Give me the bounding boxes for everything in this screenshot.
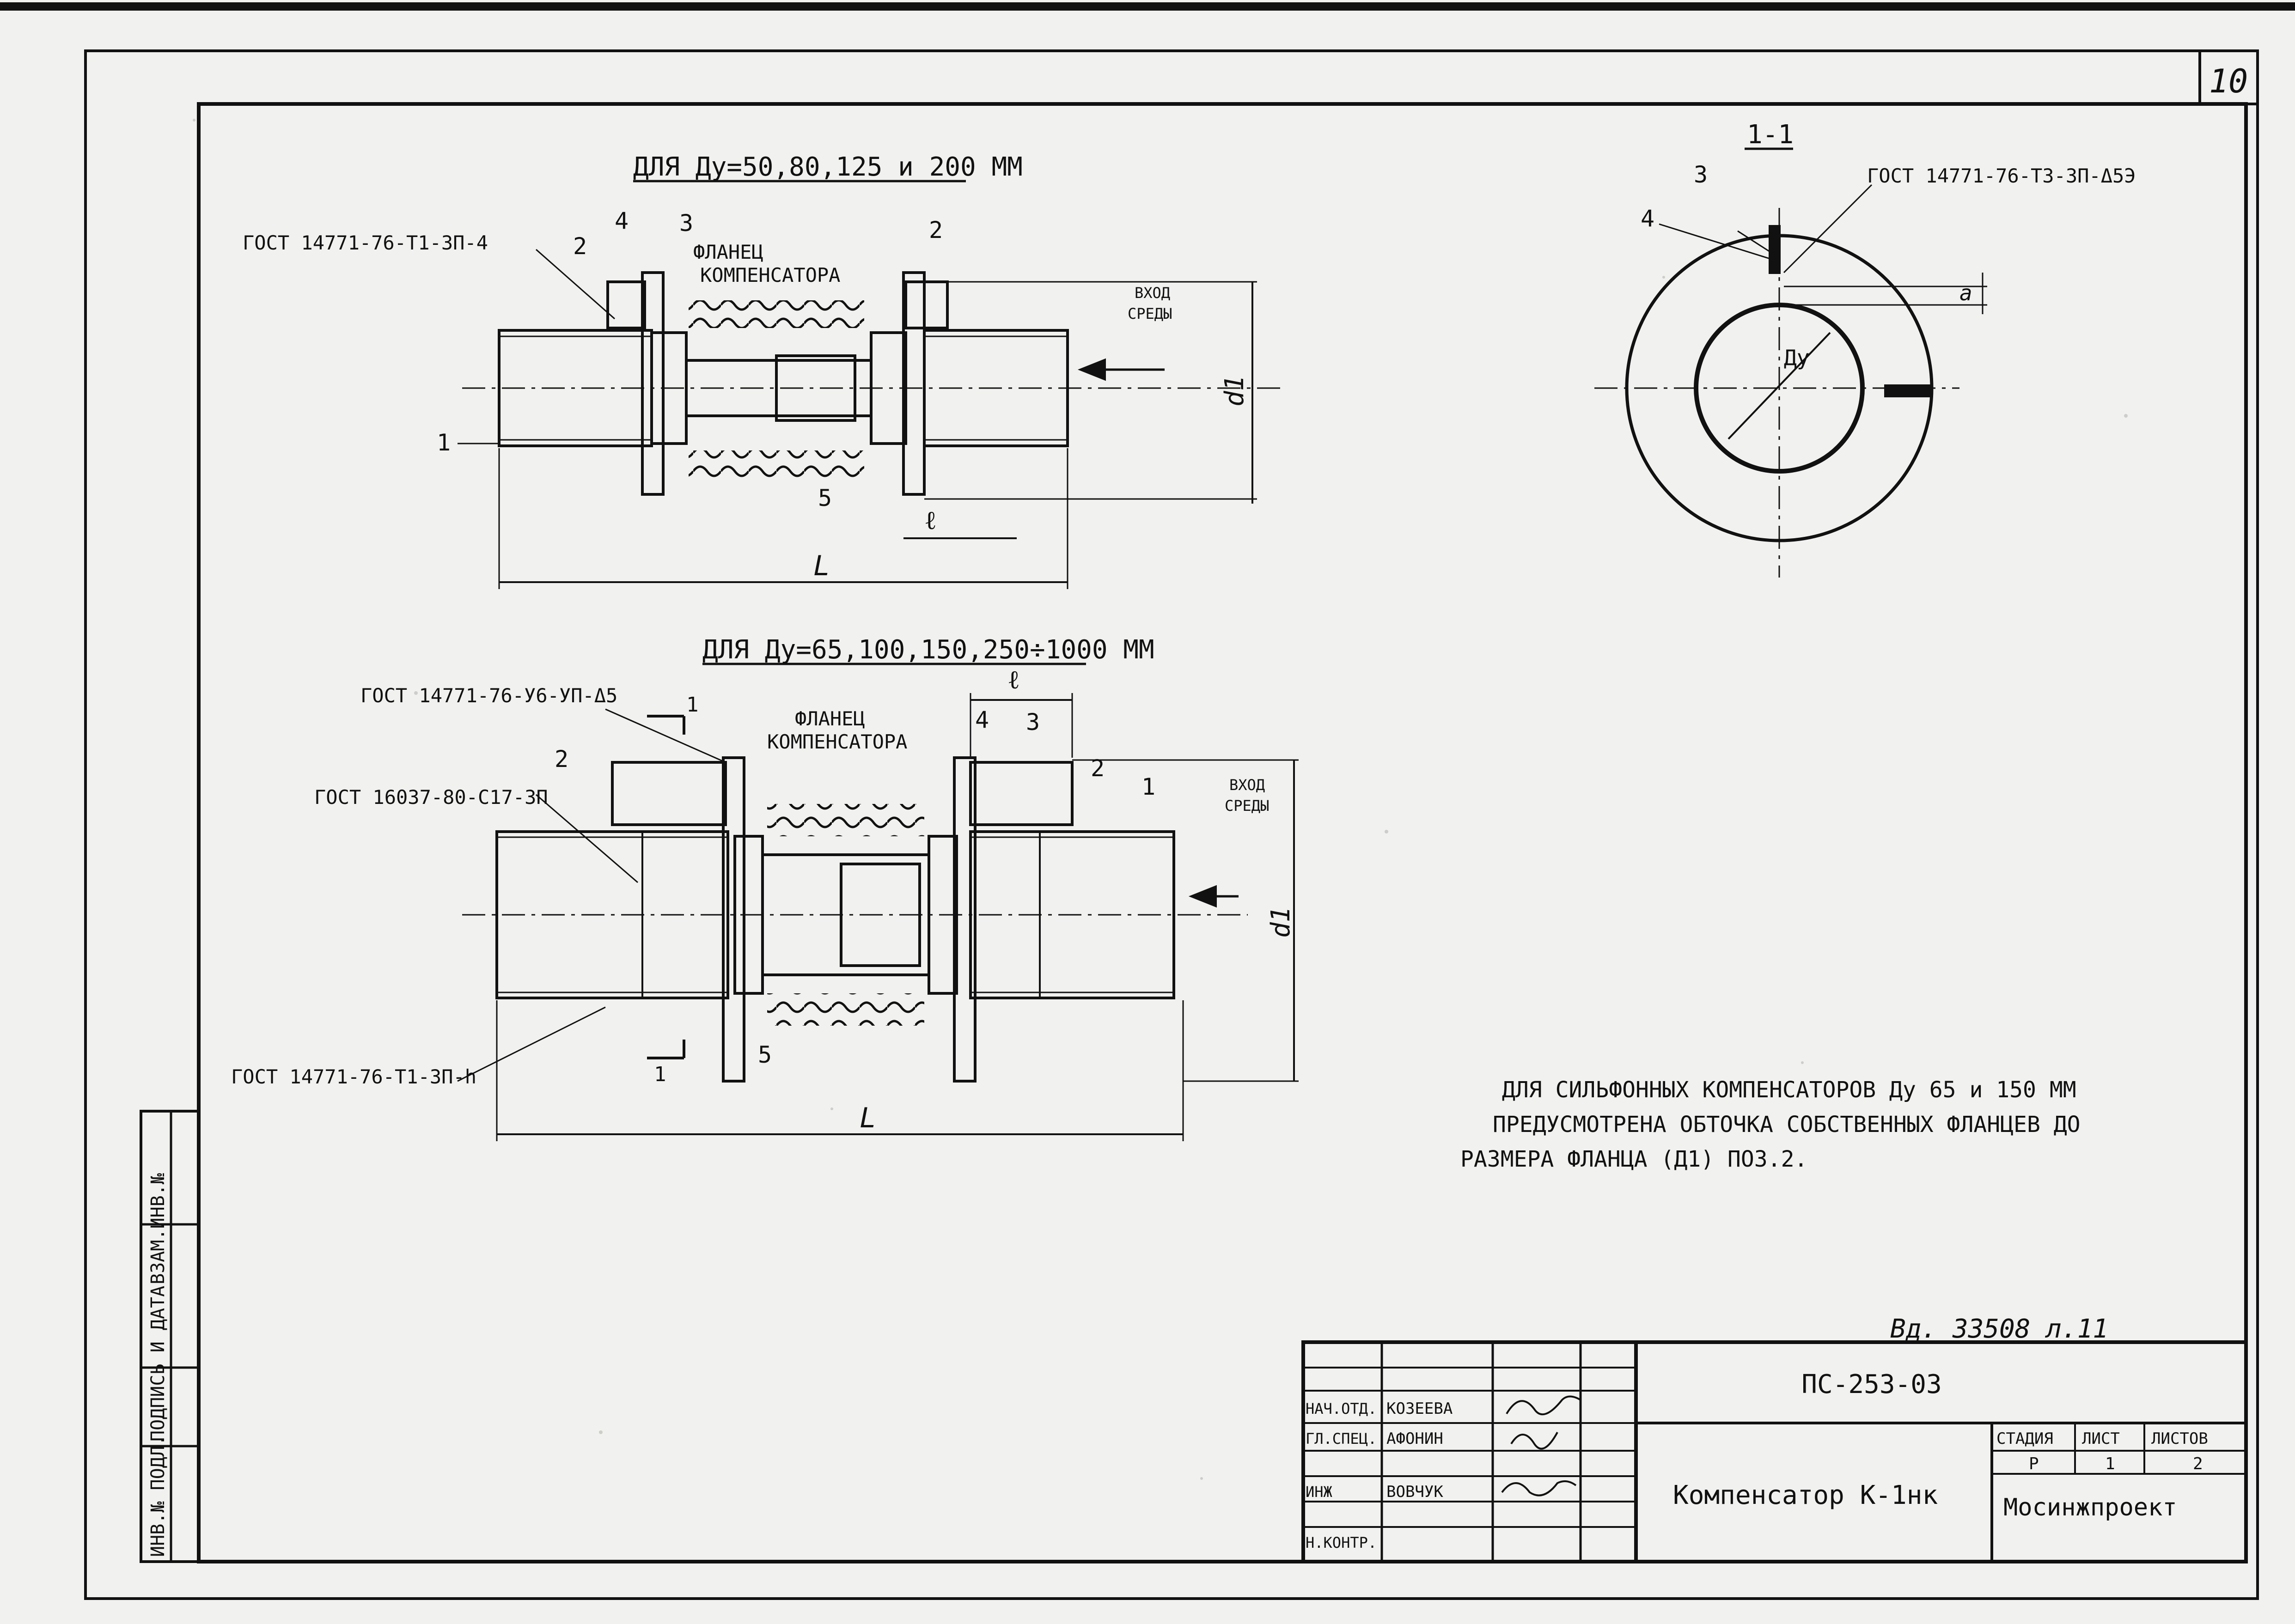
- top-inlet-1: ВХОД: [1135, 284, 1170, 302]
- bottom-gost-weld-3: ГОСТ 14771-76-Т1-ЗП-h: [231, 1065, 476, 1088]
- bottom-dim-l: ℓ: [1007, 665, 1020, 695]
- row-role-3: ИНЖ: [1306, 1483, 1333, 1501]
- paper-noise: [193, 119, 2128, 1480]
- top-dim-l: ℓ: [924, 505, 937, 535]
- bottom-inlet-2: СРЕДЫ: [1225, 797, 1269, 815]
- sheets-value: 2: [2193, 1454, 2203, 1473]
- bottom-gost-weld-1: ГОСТ 14771-76-У6-УП-Δ5: [360, 684, 617, 707]
- top-pos-1: 1: [437, 429, 451, 456]
- row-role-2: ГЛ.СПЕЦ.: [1306, 1430, 1377, 1448]
- sheet-number: 10: [2209, 62, 2248, 100]
- strip-signature-date: ПОДПИСЬ И ДАТА: [147, 1286, 169, 1442]
- top-flange-label-1: ФЛАНЕЦ: [693, 241, 763, 263]
- bottom-pos-1: 1: [1141, 773, 1155, 800]
- row-role-1: НАЧ.ОТД.: [1306, 1400, 1377, 1417]
- strip-vzam-inv: ВЗАМ.ИНВ.№: [147, 1173, 169, 1284]
- section-heading: 1-1: [1747, 120, 1794, 150]
- row-role-4: Н.КОНТР.: [1306, 1534, 1377, 1551]
- sheet-header: ЛИСТ: [2082, 1429, 2120, 1448]
- bottom-compensator-view: ДЛЯ Ду=65,100,150,250÷1000 ММ: [457, 635, 1299, 1141]
- drawing-title: Компенсатор К-1нк: [1673, 1480, 1938, 1510]
- top-compensator-view: ДЛЯ Ду=50,80,125 и 200 ММ: [458, 152, 1285, 589]
- bottom-heading: ДЛЯ Ду=65,100,150,250÷1000 ММ: [702, 635, 1154, 665]
- top-pos-4: 4: [615, 207, 629, 234]
- row-name-2: АФОНИН: [1386, 1429, 1443, 1448]
- bottom-pos-2b: 2: [1091, 755, 1105, 782]
- note-block: ДЛЯ СИЛЬФОННЫХ КОМПЕНСАТОРОВ Ду 65 и 150…: [1460, 1077, 2081, 1172]
- outer-frame: [84, 49, 2259, 1600]
- bottom-flange-label-2: КОМПЕНСАТОРА: [767, 730, 907, 753]
- bottom-dim-L: L: [860, 1102, 876, 1134]
- section-1-1-view: 1-1: [1594, 120, 1987, 578]
- top-dim-d1: d1: [1220, 376, 1250, 407]
- note-line-3: РАЗМЕРА ФЛАНЦА (Д1) ПОЗ.2.: [1460, 1146, 1807, 1172]
- row-name-3: ВОВЧУК: [1386, 1483, 1443, 1501]
- top-pos-5: 5: [818, 485, 832, 511]
- top-heading: ДЛЯ Ду=50,80,125 и 200 ММ: [633, 152, 1023, 182]
- section-pos-4: 4: [1641, 205, 1654, 232]
- top-dim-L: L: [813, 550, 830, 582]
- sheets-header: ЛИСТОВ: [2151, 1429, 2208, 1448]
- top-pos-2b: 2: [929, 217, 943, 243]
- strip-inv-podl: ИНВ.№ ПОДЛ.: [147, 1435, 169, 1557]
- top-gost-weld: ГОСТ 14771-76-Т1-ЗП-4: [243, 231, 488, 254]
- bottom-view-labels: ГОСТ 14771-76-У6-УП-Δ5 ГОСТ 16037-80-С17…: [231, 665, 1296, 1134]
- stage-header: СТАДИЯ: [1996, 1429, 2053, 1448]
- bottom-pos-5: 5: [758, 1041, 772, 1068]
- left-strip: ИНВ.№ ПОДЛ. ПОДПИСЬ И ДАТА ВЗАМ.ИНВ.№: [140, 1110, 200, 1563]
- title-block-text: ПС-253-03 Компенсатор К-1нк Мосинжпроект…: [1306, 1369, 2208, 1551]
- bottom-pos-3: 3: [1026, 709, 1040, 736]
- top-pos-2a: 2: [573, 233, 587, 260]
- section-pos-3: 3: [1694, 161, 1708, 188]
- bottom-section-mark-2: 1: [654, 1063, 666, 1086]
- top-flange-label-2: КОМПЕНСАТОРА: [700, 264, 840, 286]
- title-block: [1301, 1340, 2248, 1563]
- bottom-flange-label-1: ФЛАНЕЦ: [795, 707, 865, 730]
- bottom-dim-d1: d1: [1266, 907, 1296, 938]
- section-view-labels: ГОСТ 14771-76-Т3-ЗП-Δ5Э 3 4 Ду а: [1641, 161, 2136, 370]
- bottom-inlet-1: ВХОД: [1229, 776, 1265, 794]
- section-dim-du: Ду: [1784, 345, 1809, 370]
- organization-name: Мосинжпроект: [2003, 1494, 2177, 1521]
- bottom-pos-4: 4: [975, 706, 989, 733]
- top-inlet-2: СРЕДЫ: [1128, 305, 1172, 322]
- row-name-1: КОЗЕЕВА: [1386, 1399, 1453, 1418]
- inner-frame: [197, 102, 2248, 1563]
- top-view-labels: ГОСТ 14771-76-Т1-ЗП-4 ФЛАНЕЦ КОМПЕНСАТОР…: [243, 207, 1250, 582]
- doc-code: ПС-253-03: [1801, 1369, 1941, 1399]
- bottom-gost-weld-2: ГОСТ 16037-80-С17-ЗП: [314, 786, 548, 809]
- stage-value: Р: [2029, 1454, 2039, 1473]
- top-pos-3: 3: [679, 210, 693, 237]
- section-dim-a: а: [1959, 280, 1972, 305]
- sheet-value: 1: [2105, 1454, 2115, 1473]
- section-gost-weld: ГОСТ 14771-76-Т3-ЗП-Δ5Э: [1867, 164, 2136, 187]
- sheet-number-box: [2198, 49, 2259, 105]
- bottom-pos-2a: 2: [555, 746, 568, 772]
- archive-reference: Вд. 33508 л.11: [1890, 1314, 2108, 1344]
- note-line-1: ДЛЯ СИЛЬФОННЫХ КОМПЕНСАТОРОВ Ду 65 и 150…: [1502, 1077, 2076, 1103]
- bottom-section-mark-1: 1: [686, 693, 699, 717]
- note-line-2: ПРЕДУСМОТРЕНА ОБТОЧКА СОБСТВЕННЫХ ФЛАНЦЕ…: [1493, 1112, 2081, 1137]
